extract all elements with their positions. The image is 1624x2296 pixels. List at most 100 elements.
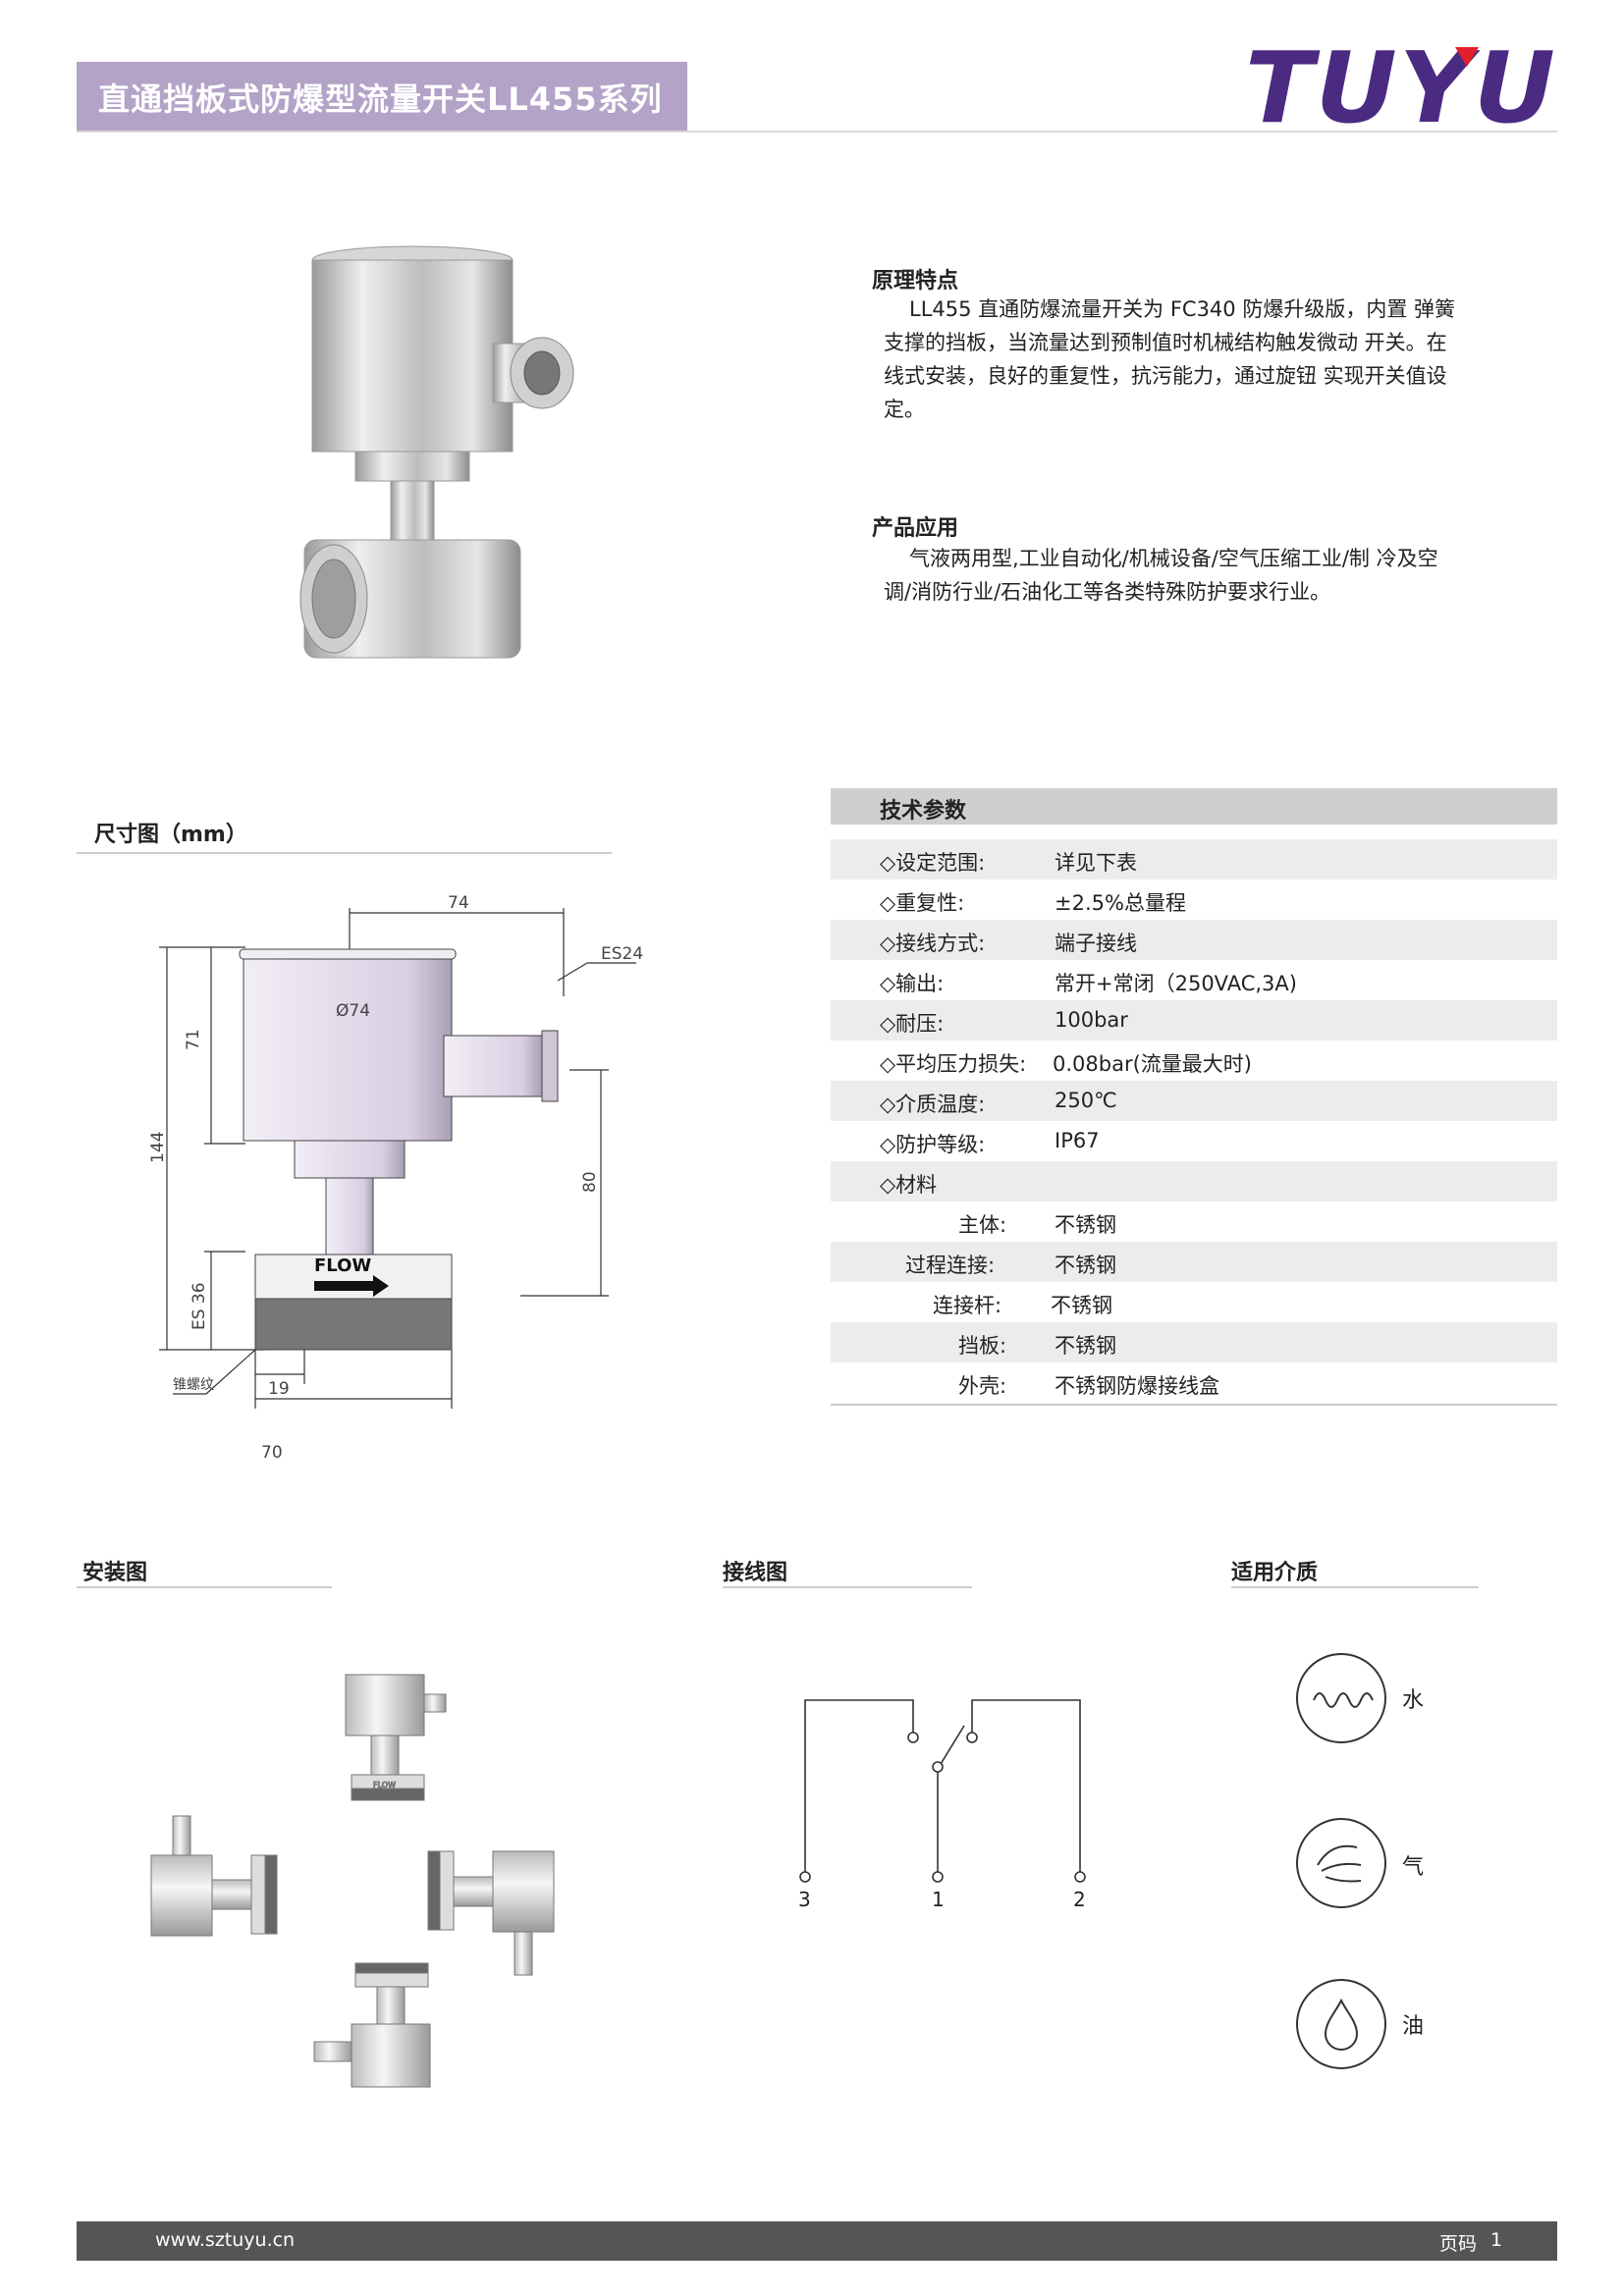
dim-thread: 锥螺纹: [173, 1377, 214, 1393]
spec-row: 外壳: 不锈钢防爆接线盒: [831, 1362, 1557, 1403]
logo-text: TUYU: [1245, 30, 1557, 145]
install-underline: [77, 1586, 332, 1588]
spec-row: 连接杆: 不锈钢: [831, 1282, 1557, 1322]
dimension-drawing: FLOW 74 Ø74 ES24 70 19 锥螺纹 71 144 80 ES …: [148, 893, 643, 1463]
spec-row: 挡板: 不锈钢: [831, 1322, 1557, 1362]
dim-h71: 71: [184, 1029, 203, 1050]
spec-row: ◇重复性: ±2.5%总量程: [831, 880, 1557, 920]
footer-page-number: 1: [1490, 2229, 1503, 2251]
install-right: [427, 1850, 555, 1976]
install-heading: 安装图: [82, 1561, 148, 1585]
terminal-3: 3: [798, 1888, 811, 1911]
wiring-diagram: 3 1 2: [798, 1699, 1086, 1911]
spec-row: ◇平均压力损失: 0.08bar(流量最大时): [831, 1041, 1557, 1081]
terminal-2: 2: [1073, 1888, 1086, 1911]
specs-heading: 技术参数: [880, 799, 967, 824]
gas-icon: [1296, 1818, 1386, 1908]
spec-value: 不锈钢: [1055, 1334, 1116, 1358]
spec-row: 过程连接: 不锈钢: [831, 1242, 1557, 1282]
dim-d19: 19: [268, 1379, 290, 1399]
spec-label: ◇防护等级:: [880, 1133, 986, 1156]
spec-label: ◇重复性:: [880, 891, 965, 915]
oil-icon: [1296, 1979, 1386, 2069]
spec-value: 不锈钢防爆接线盒: [1055, 1374, 1219, 1398]
spec-label: 主体:: [958, 1213, 1007, 1237]
spec-value: 250℃: [1055, 1089, 1117, 1112]
footer: www.sztuyu.cn 页码 1: [77, 2221, 1557, 2261]
dimension-underline: [77, 852, 612, 854]
spec-row: ◇介质温度: 250℃: [831, 1081, 1557, 1121]
footer-page-label: 页码: [1439, 2233, 1478, 2255]
specs-header: 技术参数: [831, 788, 1557, 825]
spec-value: 0.08bar(流量最大时): [1053, 1052, 1252, 1076]
spec-label: 过程连接:: [905, 1254, 996, 1277]
water-icon: [1296, 1653, 1386, 1743]
dim-es36: ES 36: [189, 1282, 209, 1330]
product-photo: [299, 245, 574, 659]
application-heading: 产品应用: [872, 516, 959, 541]
tuyu-logo: TUYU: [1245, 30, 1555, 145]
install-inverted: [313, 1962, 431, 2088]
install-diagram: FLOW: [150, 1674, 555, 2088]
wiring-underline: [723, 1586, 972, 1588]
spec-value: 100bar: [1055, 1008, 1128, 1032]
dim-w70: 70: [261, 1443, 283, 1463]
dim-top-width: 74: [448, 893, 469, 913]
principle-line: 线式安装，良好的重复性，抗污能力，通过旋钮 实现开关值设: [884, 364, 1447, 388]
spec-row: ◇材料: [831, 1161, 1557, 1201]
spec-label: 连接杆:: [933, 1294, 1002, 1317]
dim-diameter: Ø74: [336, 1001, 370, 1021]
flow-arrow-icon: [314, 1275, 389, 1297]
spec-row: ◇接线方式: 端子接线: [831, 920, 1557, 960]
dim-es24: ES24: [601, 944, 643, 964]
spec-label: 外壳:: [958, 1374, 1007, 1398]
install-left: [150, 1815, 278, 1937]
dim-h144: 144: [148, 1132, 168, 1163]
spec-value: 端子接线: [1055, 932, 1137, 955]
spec-label: ◇输出:: [880, 972, 945, 995]
spec-label: ◇耐压:: [880, 1012, 945, 1036]
spec-value: 详见下表: [1055, 851, 1137, 875]
terminal-1: 1: [932, 1888, 945, 1911]
application-line: 调/消防行业/石油化工等各类特殊防护要求行业。: [884, 580, 1331, 604]
principle-line: LL455 直通防爆流量开关为 FC340 防爆升级版，内置 弹簧: [909, 297, 1456, 321]
media-underline: [1231, 1586, 1479, 1588]
wiring-heading: 接线图: [723, 1561, 788, 1585]
spec-row: ◇防护等级: IP67: [831, 1121, 1557, 1161]
spec-value: 不锈钢: [1055, 1213, 1116, 1237]
install-flow-label: FLOW: [373, 1781, 396, 1789]
media-water: 水: [1402, 1688, 1425, 1713]
media-heading: 适用介质: [1231, 1561, 1319, 1585]
logo-accent-icon: [1455, 47, 1479, 67]
spec-label: ◇接线方式:: [880, 932, 986, 955]
spec-value: 不锈钢: [1055, 1254, 1116, 1277]
flow-label: FLOW: [314, 1255, 371, 1276]
media-oil: 油: [1402, 2014, 1425, 2039]
principle-heading: 原理特点: [872, 269, 959, 294]
media-gas: 气: [1402, 1855, 1425, 1880]
title-bar: [77, 62, 687, 131]
spec-label: ◇设定范围:: [880, 851, 986, 875]
spec-value: ±2.5%总量程: [1055, 891, 1186, 915]
footer-url[interactable]: www.sztuyu.cn: [155, 2229, 296, 2251]
install-upright: FLOW: [345, 1674, 447, 1801]
page-title: 直通挡板式防爆型流量开关LL455系列: [98, 80, 663, 118]
spec-row: ◇设定范围: 详见下表: [831, 839, 1557, 880]
spec-value: IP67: [1055, 1129, 1100, 1152]
application-line: 气液两用型,工业自动化/机械设备/空气压缩工业/制 冷及空: [909, 547, 1438, 570]
spec-row: ◇耐压: 100bar: [831, 1000, 1557, 1041]
dimension-heading: 尺寸图（mm）: [94, 823, 247, 847]
principle-line: 支撑的挡板，当流量达到预制值时机械结构触发微动 开关。在: [884, 331, 1447, 354]
dim-h80: 80: [580, 1171, 600, 1193]
spec-value: 常开+常闭（250VAC,3A): [1055, 972, 1297, 995]
principle-line: 定。: [884, 398, 925, 421]
spec-label: 挡板:: [958, 1334, 1007, 1358]
spec-label: ◇平均压力损失:: [880, 1052, 1027, 1076]
spec-row: ◇输出: 常开+常闭（250VAC,3A): [831, 960, 1557, 1000]
spec-label: ◇材料: [880, 1173, 938, 1197]
header-divider: [77, 131, 1557, 133]
specs-bottom-line: [831, 1404, 1557, 1406]
spec-label: ◇介质温度:: [880, 1093, 986, 1116]
spec-row: 主体: 不锈钢: [831, 1201, 1557, 1242]
spec-value: 不锈钢: [1051, 1294, 1112, 1317]
